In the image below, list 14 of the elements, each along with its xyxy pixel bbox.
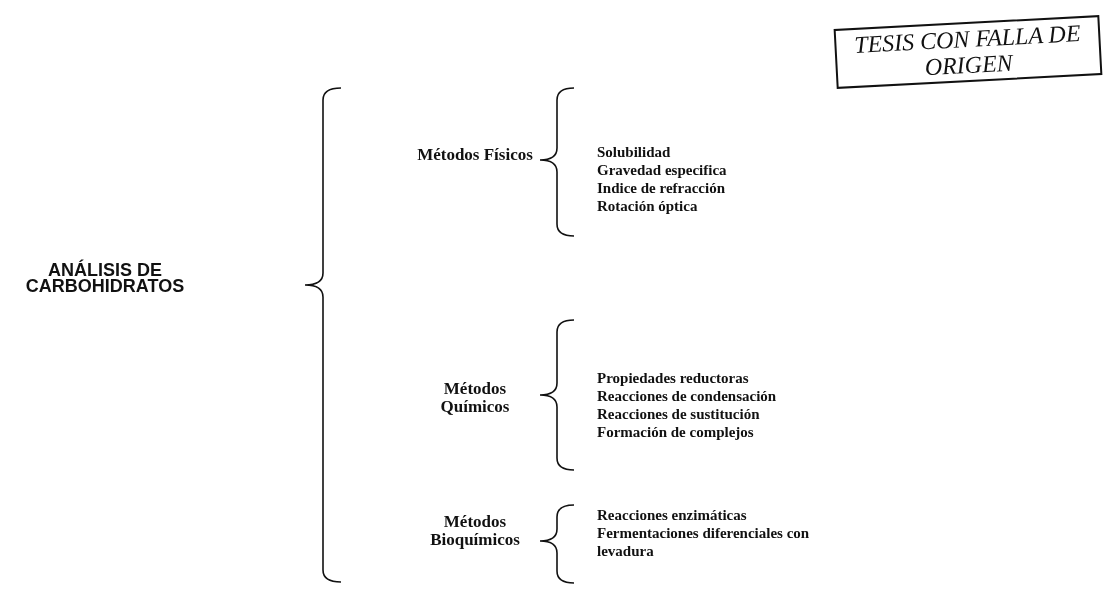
list-item: Gravedad especifica (597, 161, 728, 179)
list-item: Fermentaciones diferenciales con levadura (597, 524, 811, 560)
category-text: Métodos Químicos (439, 380, 511, 416)
list-item: Indice de refracción (597, 179, 727, 197)
list-item: Solubilidad (597, 143, 672, 161)
list-item: Formación de complejos (597, 423, 755, 441)
list-item: Rotación óptica (597, 197, 699, 215)
list-item: Propiedades reductoras (597, 369, 750, 387)
list-item: Reacciones enzimáticas (597, 506, 748, 524)
category-text: Métodos Físicos (416, 146, 534, 164)
list-item: Reacciones de sustitución (597, 405, 761, 423)
stamp-text: TESIS CON FALLA DE ORIGEN (833, 15, 1103, 89)
list-item: Reacciones de condensación (597, 387, 778, 405)
category-text: Métodos Bioquímicos (429, 513, 521, 549)
